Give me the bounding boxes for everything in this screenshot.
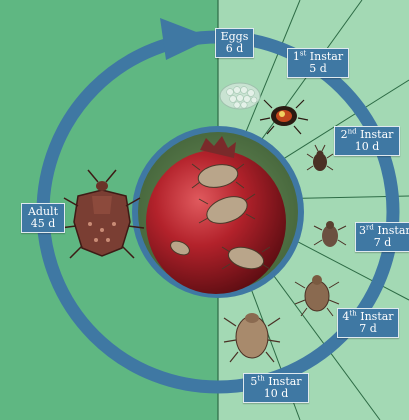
stage-duration: 6 d (219, 43, 250, 55)
stage-duration: 10 d (338, 141, 396, 153)
stage-label-eggs: Eggs 6 d (215, 28, 254, 58)
stage-label-3rd-instar: 3rd Instar 7 d (355, 222, 409, 252)
egg-cluster-image (220, 83, 260, 109)
stage-label-adult: Adult 45 d (21, 203, 65, 233)
stage-label-4th-instar: 4th Instar 7 d (337, 308, 399, 338)
stage-duration: 5 d (291, 63, 345, 75)
stage-duration: 10 d (247, 388, 305, 400)
stage-duration: 7 d (359, 237, 406, 249)
stage-duration: 45 d (25, 218, 61, 230)
stage-label-2nd-instar: 2nd Instar 10 d (334, 126, 400, 156)
stage-label-1st-instar: 1st Instar 5 d (287, 48, 349, 78)
stage-duration: 7 d (341, 323, 395, 335)
stage-label-5th-instar: 5th Instar 10 d (243, 373, 309, 403)
